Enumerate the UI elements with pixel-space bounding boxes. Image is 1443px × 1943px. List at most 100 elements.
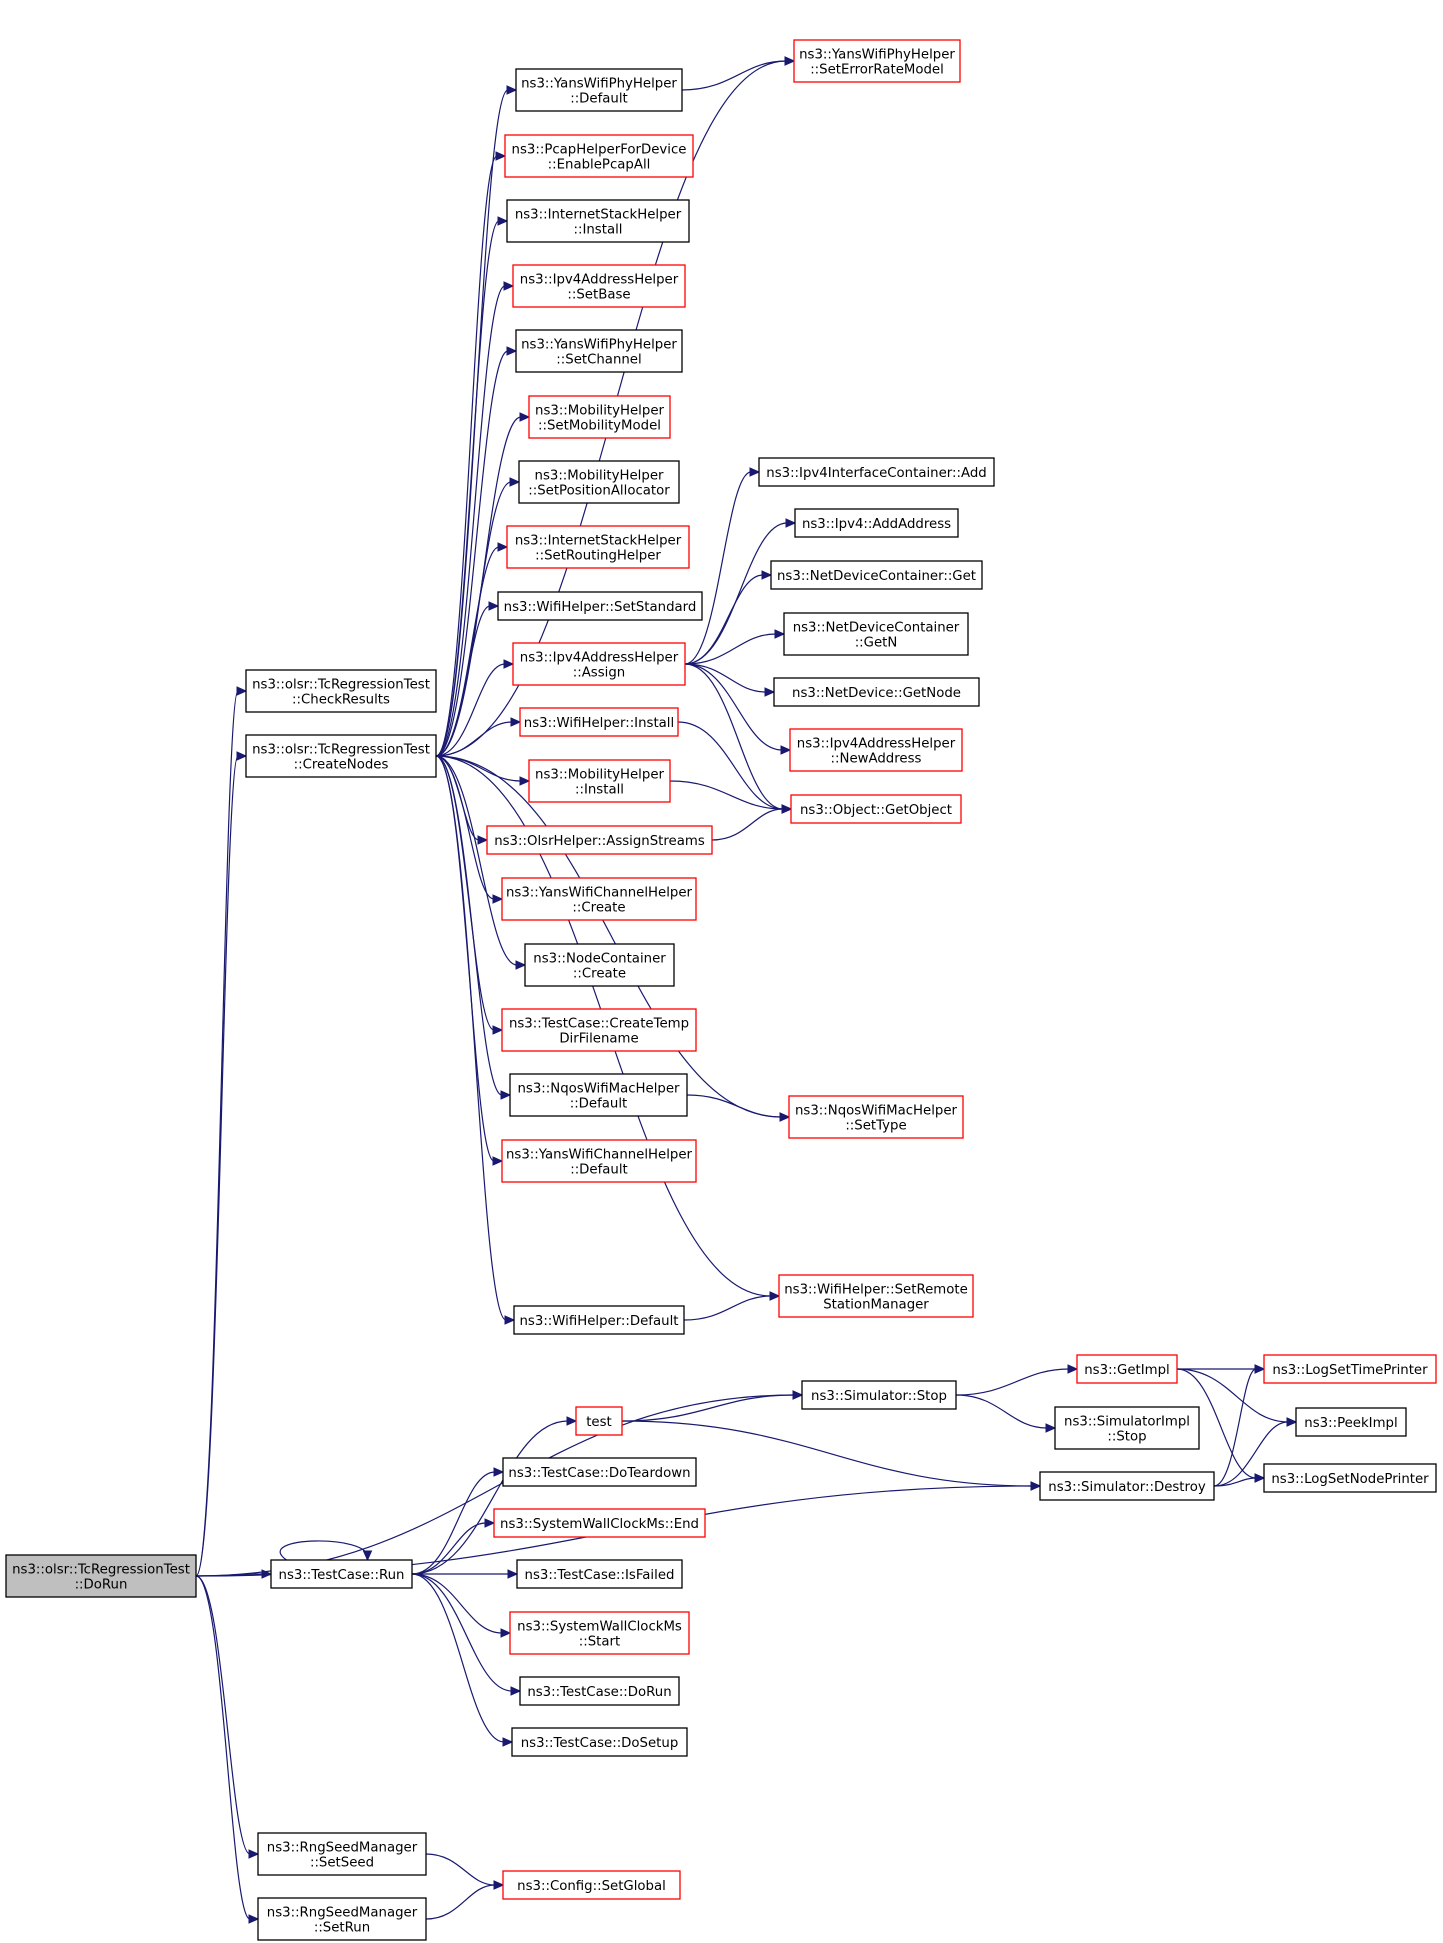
arrowhead-icon — [1286, 1417, 1298, 1427]
node-getimpl[interactable]: ns3::GetImpl — [1076, 1354, 1178, 1384]
node-inet_install[interactable]: ns3::InternetStackHelper::Install — [506, 199, 690, 243]
edge-line — [195, 1394, 795, 1577]
node-label: ns3::WifiHelper::SetStandard — [504, 600, 697, 615]
node-yansphy_seterr[interactable]: ns3::YansWifiPhyHelper::SetErrorRateMode… — [793, 39, 961, 83]
edge-olsr_assign-to-obj_getobject — [711, 804, 793, 841]
node-test[interactable]: test — [575, 1406, 623, 1436]
node-tc_teardown[interactable]: ns3::TestCase::DoTeardown — [502, 1457, 697, 1487]
node-sim_destroy[interactable]: ns3::Simulator::Destroy — [1039, 1471, 1215, 1501]
node-label: ::SetRoutingHelper — [535, 549, 661, 564]
edge-test-to-sim_stop — [621, 1390, 804, 1422]
arrowhead-icon — [504, 1315, 516, 1325]
arrowhead-icon — [503, 281, 515, 291]
node-ipv4ah_assign[interactable]: ns3::Ipv4AddressHelper::Assign — [512, 642, 686, 686]
edge-sim_destroy-to-logsetnode — [1213, 1473, 1266, 1487]
node-checkresults[interactable]: ns3::olsr::TcRegressionTest::CheckResult… — [245, 669, 437, 713]
node-tc_isfailed[interactable]: ns3::TestCase::IsFailed — [516, 1559, 683, 1589]
node-wifi_default[interactable]: ns3::WifiHelper::Default — [513, 1305, 685, 1335]
node-simimpl_stop[interactable]: ns3::SimulatorImpl::Stop — [1054, 1406, 1200, 1450]
arrowhead-icon — [236, 751, 248, 761]
edge-line — [955, 1394, 1048, 1429]
node-yanschan_default[interactable]: ns3::YansWifiChannelHelper::Default — [501, 1139, 697, 1183]
node-yansphy_setchannel[interactable]: ns3::YansWifiPhyHelper::SetChannel — [515, 329, 683, 373]
node-nqos_default[interactable]: ns3::NqosWifiMacHelper::Default — [509, 1073, 688, 1117]
node-dorun_root[interactable]: ns3::olsr::TcRegressionTest::DoRun — [5, 1554, 197, 1598]
edge-tc_run-to-swc_start — [411, 1573, 512, 1638]
edge-createnodes-to-yansphy_setchannel — [435, 346, 518, 757]
node-label: ns3::InternetStackHelper — [515, 208, 682, 223]
node-wifi_setstd[interactable]: ns3::WifiHelper::SetStandard — [497, 591, 703, 621]
node-mob_setpos[interactable]: ns3::MobilityHelper::SetPositionAllocato… — [518, 460, 680, 504]
node-rng_setseed[interactable]: ns3::RngSeedManager::SetSeed — [257, 1832, 427, 1876]
node-label: ns3::LogSetNodePrinter — [1271, 1472, 1429, 1487]
node-ipv4ah_newaddr[interactable]: ns3::Ipv4AddressHelper::NewAddress — [789, 728, 963, 772]
node-tc_run[interactable]: ns3::TestCase::Run — [270, 1559, 413, 1589]
node-label: ns3::MobilityHelper — [535, 469, 664, 484]
node-box — [778, 1274, 974, 1318]
arrowhead-icon — [500, 1090, 512, 1100]
node-ndc_get[interactable]: ns3::NetDeviceContainer::Get — [770, 560, 983, 590]
edge-line — [681, 60, 787, 91]
node-label: ::SetRun — [314, 1921, 370, 1936]
node-tc_dosetup[interactable]: ns3::TestCase::DoSetup — [511, 1727, 688, 1757]
node-box — [801, 1380, 957, 1410]
node-nodecont_create[interactable]: ns3::NodeContainer::Create — [524, 943, 675, 987]
node-sim_stop[interactable]: ns3::Simulator::Stop — [801, 1380, 957, 1410]
node-label: ::Default — [570, 1097, 628, 1112]
node-label: ns3::YansWifiPhyHelper — [521, 338, 677, 353]
node-box — [502, 1457, 697, 1487]
edge-line — [435, 755, 518, 966]
node-logsettime[interactable]: ns3::LogSetTimePrinter — [1263, 1354, 1437, 1384]
node-nd_getnode[interactable]: ns3::NetDevice::GetNode — [773, 677, 980, 707]
node-wifi_install[interactable]: ns3::WifiHelper::Install — [519, 707, 679, 737]
arrowhead-icon — [506, 346, 518, 356]
edge-sim_stop-to-simimpl_stop — [955, 1394, 1057, 1433]
node-pcap_enable[interactable]: ns3::PcapHelperForDevice::EnablePcapAll — [504, 134, 694, 178]
arrowhead-icon — [492, 1156, 504, 1166]
edge-ipv4ah_assign-to-ipv4ah_newaddr — [684, 663, 792, 755]
edge-line — [684, 663, 783, 751]
node-olsr_assign[interactable]: ns3::OlsrHelper::AssignStreams — [486, 825, 713, 855]
node-label: ns3::WifiHelper::SetRemote — [784, 1283, 968, 1298]
edge-line — [1213, 1477, 1257, 1487]
edge-line — [711, 808, 784, 841]
edge-line — [435, 605, 491, 757]
edge-line — [669, 780, 784, 810]
node-yanschan_create[interactable]: ns3::YansWifiChannelHelper::Create — [501, 877, 697, 921]
node-mob_install[interactable]: ns3::MobilityHelper::Install — [528, 759, 671, 803]
edge-wifi_install-to-obj_getobject — [677, 721, 793, 814]
node-label: ns3::olsr::TcRegressionTest — [12, 1563, 190, 1578]
node-tc_dorun[interactable]: ns3::TestCase::DoRun — [519, 1676, 680, 1706]
arrowhead-icon — [519, 412, 531, 422]
node-nqos_settype[interactable]: ns3::NqosWifiMacHelper::SetType — [788, 1095, 964, 1139]
node-cfg_setglobal[interactable]: ns3::Config::SetGlobal — [502, 1870, 681, 1900]
node-ipv4ah_setbase[interactable]: ns3::Ipv4AddressHelper::SetBase — [512, 264, 686, 308]
edge-yansphy_default-to-yansphy_seterr — [681, 56, 796, 91]
node-label: ns3::Simulator::Stop — [811, 1389, 947, 1404]
node-createnodes[interactable]: ns3::olsr::TcRegressionTest::CreateNodes — [245, 734, 437, 778]
node-box — [506, 525, 690, 569]
node-rng_setrun[interactable]: ns3::RngSeedManager::SetRun — [257, 1897, 427, 1941]
node-swc_end[interactable]: ns3::SystemWallClockMs::End — [493, 1508, 706, 1538]
node-peekimpl[interactable]: ns3::PeekImpl — [1295, 1407, 1407, 1437]
node-inet_setrouting[interactable]: ns3::InternetStackHelper::SetRoutingHelp… — [506, 525, 690, 569]
node-label: ::Assign — [573, 666, 625, 681]
node-logsetnode[interactable]: ns3::LogSetNodePrinter — [1263, 1463, 1437, 1493]
node-ipv4ic_add[interactable]: ns3::Ipv4InterfaceContainer::Add — [758, 457, 995, 487]
node-label: ns3::Ipv4AddressHelper — [797, 737, 956, 752]
arrowhead-icon — [510, 1686, 522, 1696]
edge-rng_setrun-to-cfg_setglobal — [425, 1880, 505, 1920]
node-obj_getobject[interactable]: ns3::Object::GetObject — [790, 794, 962, 824]
node-mob_setmodel[interactable]: ns3::MobilityHelper::SetMobilityModel — [528, 395, 671, 439]
node-ipv4_addaddr[interactable]: ns3::Ipv4::AddAddress — [794, 508, 959, 538]
node-box — [515, 68, 683, 112]
arrowhead-icon — [248, 1914, 260, 1924]
arrowhead-icon — [764, 687, 776, 697]
node-label: ns3::Object::GetObject — [800, 803, 952, 818]
node-yansphy_default[interactable]: ns3::YansWifiPhyHelper::Default — [515, 68, 683, 112]
node-label: ::SetMobilityModel — [538, 419, 661, 434]
node-ndc_getn[interactable]: ns3::NetDeviceContainer::GetN — [783, 612, 969, 656]
node-swc_start[interactable]: ns3::SystemWallClockMs::Start — [509, 1611, 690, 1655]
